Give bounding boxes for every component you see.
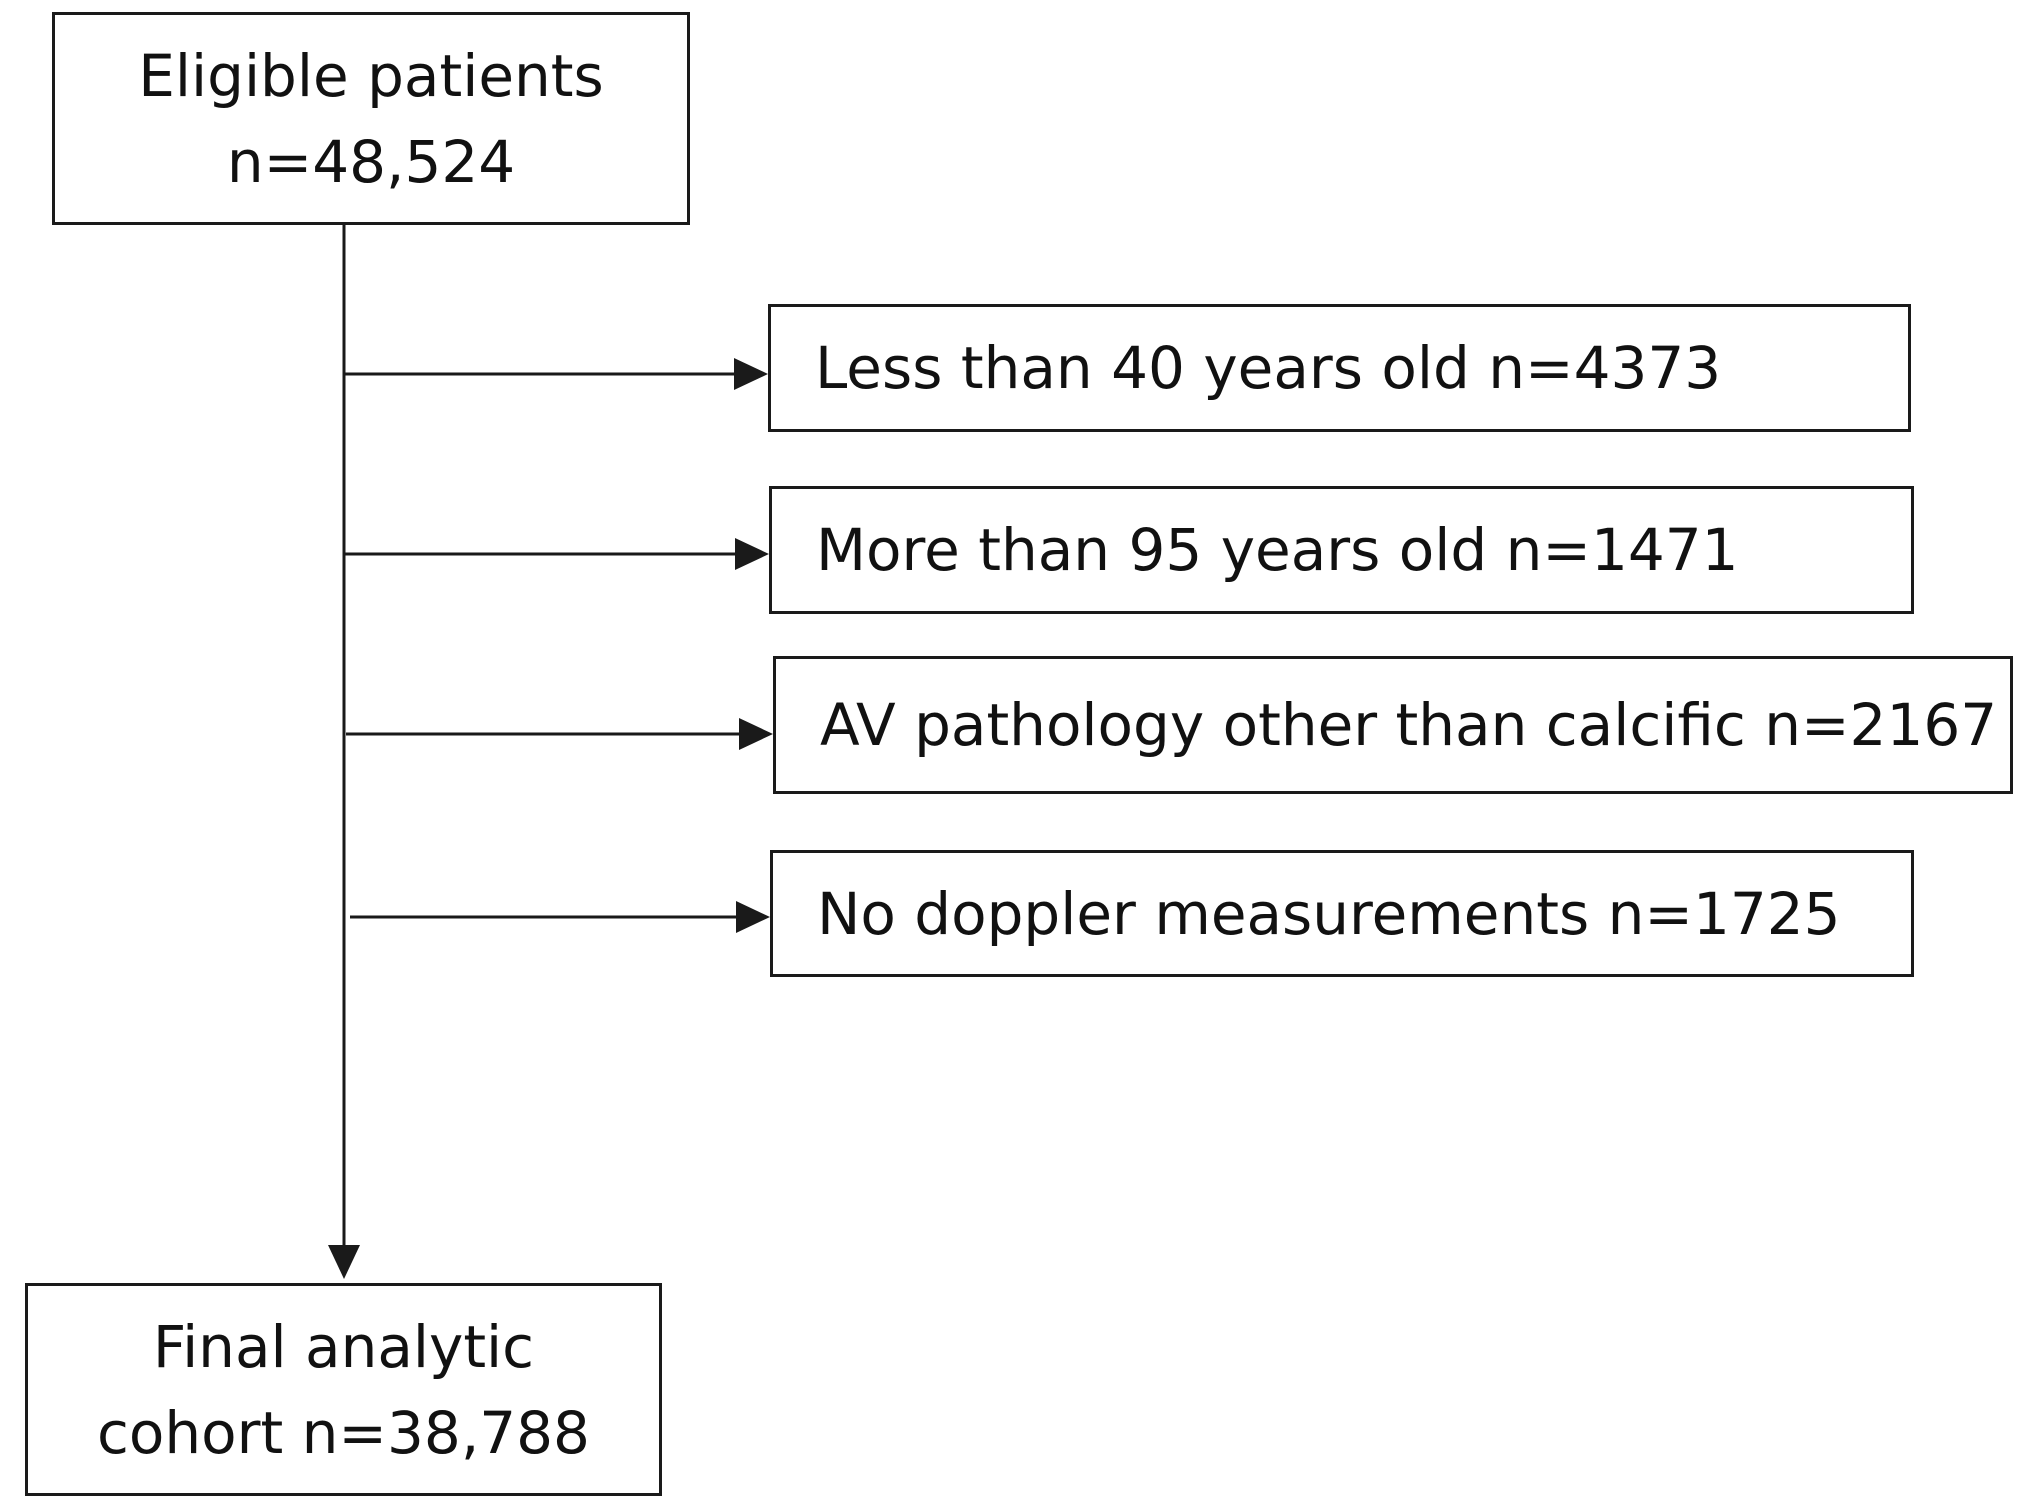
exclusion-arrowhead-1 [734, 358, 768, 390]
final-cohort-box: Final analytic cohort n=38,788 [25, 1283, 662, 1496]
exclusion-box-av-pathology: AV pathology other than calcific n=2167 [773, 656, 2013, 794]
exclusion-box-no-doppler: No doppler measurements n=1725 [770, 850, 1914, 977]
exclusion-arrowhead-3 [739, 718, 773, 750]
final-cohort-label: Final analytic [152, 1312, 535, 1381]
main-flow-arrowhead [328, 1245, 360, 1279]
final-cohort-count: cohort n=38,788 [97, 1398, 590, 1467]
eligible-patients-box: Eligible patients n=48,524 [52, 12, 690, 225]
exclusion-label-age-under-40: Less than 40 years old n=4373 [815, 334, 1722, 402]
exclusion-box-age-over-95: More than 95 years old n=1471 [769, 486, 1914, 614]
exclusion-arrowhead-2 [735, 538, 769, 570]
exclusion-arrowhead-4 [736, 901, 770, 933]
exclusion-box-age-under-40: Less than 40 years old n=4373 [768, 304, 1911, 432]
eligible-patients-label: Eligible patients [138, 41, 604, 110]
exclusion-label-no-doppler: No doppler measurements n=1725 [817, 879, 1841, 948]
eligible-patients-count: n=48,524 [226, 127, 516, 196]
exclusion-label-age-over-95: More than 95 years old n=1471 [816, 516, 1739, 584]
exclusion-label-av-pathology: AV pathology other than calcific n=2167 [820, 691, 1998, 759]
